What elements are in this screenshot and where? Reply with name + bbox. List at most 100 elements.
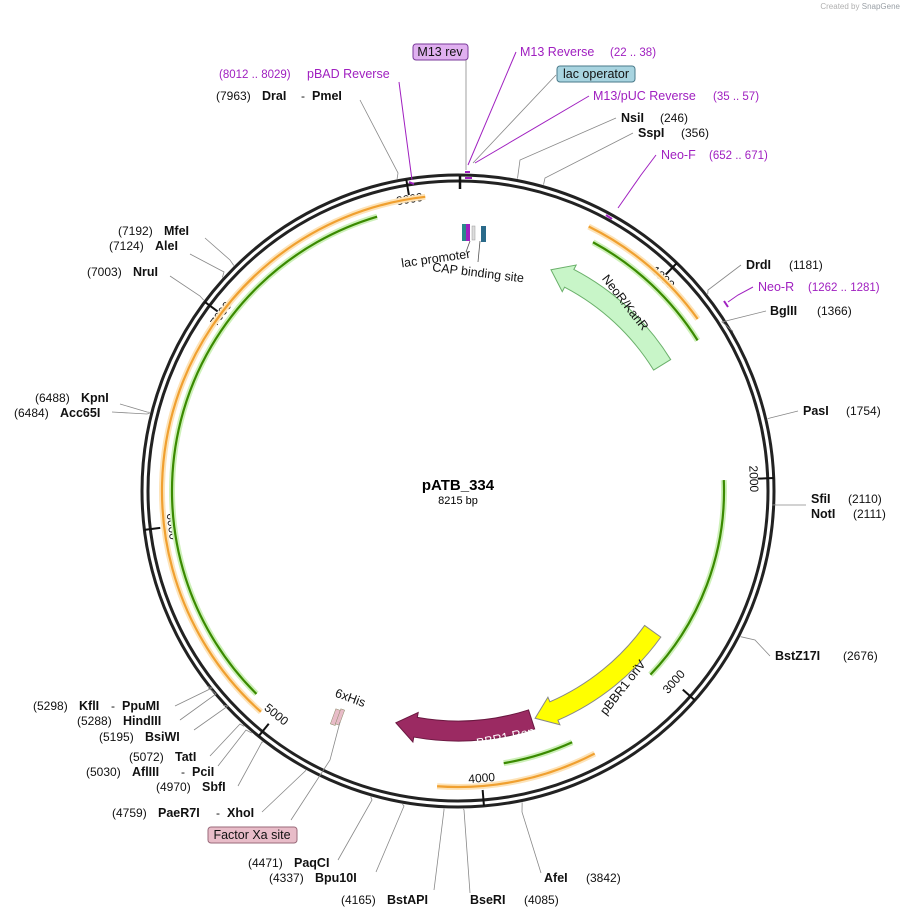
cap-site-label: CAP binding site xyxy=(432,260,525,285)
site-pos: (7003) xyxy=(87,265,122,279)
neor-feature[interactable]: NeoR/KanR xyxy=(550,264,672,371)
site-pos: (4085) xyxy=(524,893,559,907)
site-pos: (2110) xyxy=(848,492,882,506)
site-name: SfiI xyxy=(811,492,830,506)
site-pos: (5288) xyxy=(77,714,112,728)
orf-arc[interactable] xyxy=(503,741,573,765)
primer-leaders xyxy=(398,51,754,303)
site-pos: (4471) xyxy=(248,856,283,870)
orf-arc[interactable] xyxy=(170,215,378,695)
site-name: PpuMI xyxy=(122,699,160,713)
tick-mark xyxy=(144,526,161,531)
right-site-labels: NsiI (246) SspI (356) DrdI (1181) BglII … xyxy=(470,111,886,907)
site-sep: - xyxy=(216,806,220,820)
factor-xa-box[interactable]: Factor Xa site xyxy=(207,826,298,844)
site-pos: (2111) xyxy=(853,507,886,521)
primer-name: Neo-F xyxy=(661,148,696,162)
pbbr1-rep-arrow[interactable] xyxy=(395,709,536,744)
site-name: AflIII xyxy=(132,765,159,779)
orf-arc[interactable] xyxy=(160,195,426,713)
tick-mark xyxy=(757,477,774,480)
tick-label: 5000 xyxy=(262,701,292,729)
lac-operator-mark xyxy=(471,225,476,241)
site-leader xyxy=(193,704,230,731)
site-name: NsiI xyxy=(621,111,644,125)
tick-label: 3000 xyxy=(660,667,688,697)
site-leader xyxy=(707,264,742,295)
site-pos: (5195) xyxy=(99,730,134,744)
box-leaders xyxy=(290,60,557,821)
promoter-box-mark xyxy=(481,226,486,242)
primer-marks xyxy=(408,171,729,308)
orf-halo xyxy=(648,479,727,677)
plasmid-length: 8215 bp xyxy=(438,495,478,507)
site-pos: (4970) xyxy=(156,780,191,794)
tick-mark xyxy=(257,723,270,737)
site-pos: (7192) xyxy=(118,224,153,238)
tick-mark xyxy=(481,789,485,807)
site-name: AleI xyxy=(155,239,178,253)
lac-promoter-feature[interactable]: lac promoter CAP binding site xyxy=(400,224,525,285)
primer-name: pBAD Reverse xyxy=(307,67,390,81)
site-name: MfeI xyxy=(164,224,189,238)
site-leader xyxy=(740,636,771,657)
site-pos: (4165) xyxy=(341,893,376,907)
site-name: PciI xyxy=(192,765,214,779)
snapgene-credit: Created by SnapGene xyxy=(820,2,900,11)
tick-label: 2000 xyxy=(746,465,761,493)
site-name: PaeR7I xyxy=(158,806,200,820)
backbone xyxy=(140,173,776,809)
site-pos: (3842) xyxy=(586,871,621,885)
site-pos: (7124) xyxy=(109,239,144,253)
snapgene-logo: SnapGene xyxy=(861,2,900,11)
site-pos: (1366) xyxy=(817,304,852,318)
site-leader xyxy=(169,275,204,301)
site-leader-lines xyxy=(111,99,806,894)
site-name: SspI xyxy=(638,126,664,140)
site-leader xyxy=(543,132,634,185)
primer-range: (652 .. 671) xyxy=(709,150,768,162)
m13-rev-box[interactable]: M13 rev xyxy=(412,43,469,61)
site-name: HindIII xyxy=(123,714,161,728)
pbbr1-oriv-arrow[interactable] xyxy=(534,624,662,726)
site-leader xyxy=(767,410,799,420)
primer-name: Neo-R xyxy=(758,280,794,294)
site-leader xyxy=(179,687,217,721)
pbbr1-rep-feature[interactable]: pBBR1 Rep xyxy=(395,709,536,752)
site-sep: - xyxy=(301,89,305,103)
primer-name: M13/pUC Reverse xyxy=(593,89,696,103)
neor-arrow[interactable] xyxy=(550,264,672,371)
site-pos: (7963) xyxy=(216,89,251,103)
site-name: KflI xyxy=(79,699,99,713)
site-pos: (1181) xyxy=(789,258,823,272)
orf-arc[interactable] xyxy=(649,480,726,676)
site-name: TatI xyxy=(175,750,196,764)
his-tag-label: 6xHis xyxy=(333,686,367,710)
factor-xa-label: Factor Xa site xyxy=(213,828,290,842)
site-leader xyxy=(359,99,399,179)
primer-range: (35 .. 57) xyxy=(713,91,759,103)
site-pos: (6488) xyxy=(35,391,70,405)
lac-operator-label: lac operator xyxy=(563,67,629,81)
orf-halo xyxy=(159,193,426,715)
site-leader xyxy=(119,403,150,413)
orf-arc[interactable] xyxy=(588,225,699,320)
site-name: NruI xyxy=(133,265,158,279)
orf-arc[interactable] xyxy=(592,241,699,341)
his-tag-feature[interactable]: 6xHis xyxy=(330,686,367,726)
site-pos: (1754) xyxy=(846,404,881,418)
site-leader xyxy=(721,310,767,332)
site-name: PasI xyxy=(803,404,829,418)
orf-arc[interactable] xyxy=(436,752,596,789)
site-pos: (5072) xyxy=(129,750,164,764)
pbbr1-oriv-feature[interactable]: pBBR1 oriV xyxy=(534,624,662,726)
site-name: AfeI xyxy=(544,871,568,885)
site-pos: (246) xyxy=(660,111,688,125)
site-name: BseRI xyxy=(470,893,505,907)
site-name: BglII xyxy=(770,304,797,318)
lac-operator-box[interactable]: lac operator xyxy=(556,65,636,83)
site-pos: (5298) xyxy=(33,699,68,713)
primer-range: (8012 .. 8029) xyxy=(219,69,291,81)
site-name: DrdI xyxy=(746,258,771,272)
